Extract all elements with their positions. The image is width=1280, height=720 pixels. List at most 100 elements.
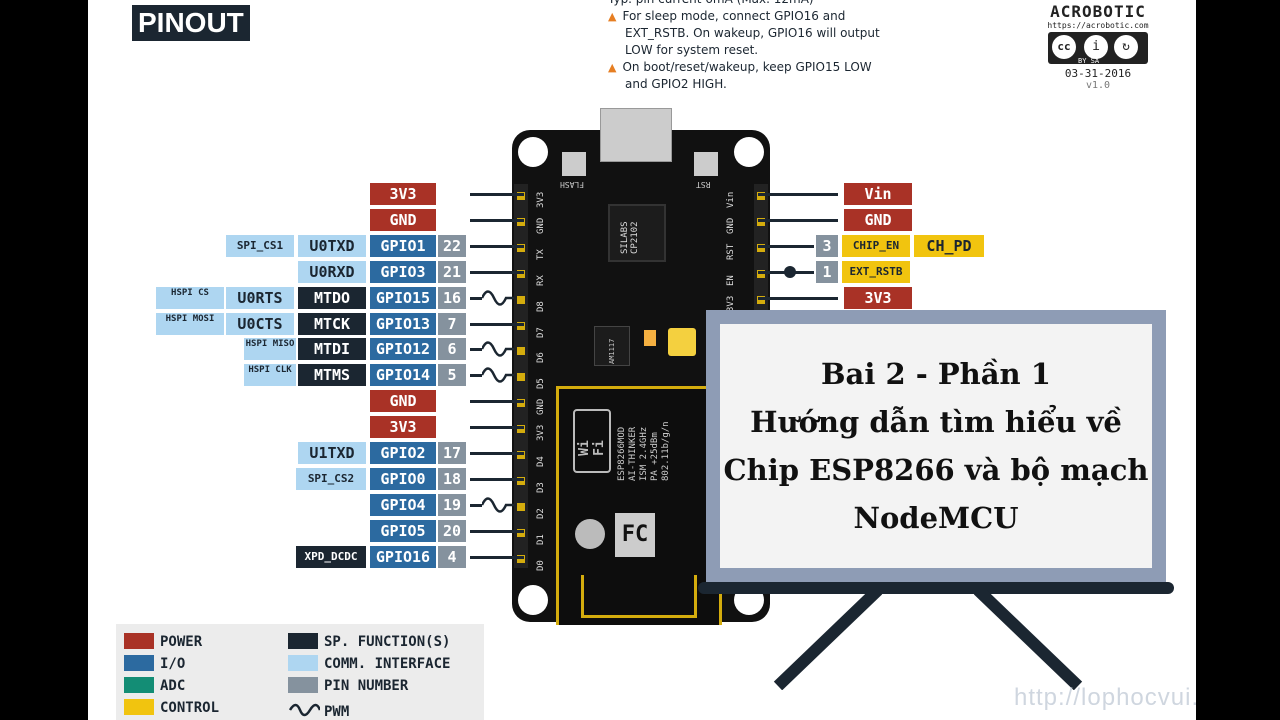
- pin-connector-line: [758, 296, 838, 300]
- easel-legs: [773, 590, 1083, 690]
- header-pin: [517, 192, 525, 200]
- pwm-icon: [482, 341, 514, 358]
- pwm-icon: [482, 367, 514, 384]
- pin-number: 5: [438, 364, 466, 387]
- acrobotic-logo: ACROBOTIC https://acrobotic.com cc i ↻ B…: [1047, 2, 1149, 91]
- board-pin-label: D0: [536, 559, 546, 571]
- capacitor: [644, 330, 656, 346]
- board-pin-label: TX: [536, 248, 546, 260]
- special-function: MTDO: [298, 286, 366, 309]
- board-pin-label: Vin: [726, 191, 736, 208]
- slide-text: Bai 2 - Phần 1 Hướng dẫn tìm hiểu về Chi…: [720, 324, 1152, 568]
- pin-connector-line: [470, 477, 524, 481]
- legend-control: CONTROL: [160, 700, 220, 716]
- board-pin-label: D8: [536, 300, 546, 312]
- legend-adc: ADC: [160, 678, 186, 694]
- pin-number: 22: [438, 234, 466, 257]
- comm-interface: HSPI MISO: [244, 338, 296, 361]
- gpio-label: GPIO0: [370, 467, 436, 490]
- gpio-label: GPIO15: [370, 286, 436, 309]
- pin-connector-line: [470, 322, 524, 326]
- power-pin-label: GND: [370, 208, 436, 231]
- legend-swatch-comm: [288, 655, 318, 671]
- header-pin: [517, 295, 525, 304]
- usb-serial-chip: SILABS CP2102: [608, 204, 666, 262]
- slide-line-4: NodeMCU: [853, 501, 1019, 535]
- special-function: MTMS: [298, 364, 366, 387]
- gpio-label: GPIO5: [370, 519, 436, 542]
- pin-connector-line: [470, 555, 524, 559]
- fcc-logo: FC: [615, 513, 655, 557]
- header-pin: [517, 502, 525, 511]
- legend-pinnum: PIN NUMBER: [324, 678, 409, 694]
- comm-interface: HSPI CLK: [244, 364, 296, 387]
- easel-bar: [698, 582, 1174, 594]
- header-pin: [757, 269, 765, 278]
- pin-number: 21: [438, 260, 466, 283]
- mount-hole: [734, 137, 764, 167]
- board-pin-label: GND: [536, 398, 546, 416]
- antenna-trace: [581, 575, 697, 618]
- board-pin-label: D7: [536, 326, 546, 338]
- special-function: XPD_DCDC: [296, 545, 366, 568]
- header-pin: [517, 451, 525, 459]
- special-function: MTDI: [298, 338, 366, 361]
- board-pin-label: D2: [536, 507, 546, 519]
- pin-connector-line: [470, 452, 524, 455]
- module-text: ESP8266MOD AI-THINKER ISM 2.4GHz PA +25d…: [617, 421, 671, 481]
- pin-number: 4: [438, 545, 466, 568]
- pin-number: 20: [438, 519, 466, 542]
- board-pin-label: 3V3: [536, 191, 546, 208]
- connection-dot: [784, 265, 796, 278]
- pin-connector-line: [470, 244, 524, 248]
- mount-hole: [518, 585, 548, 615]
- header-pin: [517, 321, 525, 330]
- slide-line-2: Hướng dẫn tìm hiểu về: [750, 405, 1122, 439]
- power-pin-label: Vin: [844, 183, 912, 205]
- uart-function: U0CTS: [226, 312, 294, 335]
- pin-number: 18: [438, 467, 466, 490]
- usb-connector: [600, 108, 672, 162]
- mount-hole: [518, 137, 548, 167]
- pwm-icon: [482, 289, 514, 306]
- board-pin-label: D3: [536, 482, 546, 493]
- notes-block: Typ. pin current 6mA (Max. 12mA) ▲For sl…: [608, 0, 880, 93]
- header-pin: [517, 554, 525, 563]
- slide-line-3: Chip ESP8266 và bộ mạch: [723, 453, 1149, 487]
- pin-connector-line: [470, 270, 524, 274]
- header-pin: [757, 217, 765, 226]
- pin-number: 16: [438, 286, 466, 309]
- pin-number: 6: [438, 338, 466, 361]
- header-pin: [757, 192, 765, 200]
- header-pin: [517, 399, 525, 408]
- note-0: Typ. pin current 6mA (Max. 12mA): [608, 0, 880, 8]
- header-pin: [517, 373, 525, 382]
- header-pin: [757, 243, 765, 252]
- pin-connector-line: [470, 296, 482, 300]
- power-pin-label: GND: [370, 390, 436, 413]
- gpio-label: GPIO2: [370, 442, 436, 464]
- board-pin-label: GND: [726, 217, 736, 234]
- power-pin-label: GND: [844, 208, 912, 231]
- pin-number: 17: [438, 442, 466, 464]
- pin-connector-line: [758, 193, 838, 196]
- header-pin: [517, 347, 525, 356]
- board-pin-label: RX: [536, 274, 546, 286]
- special-function: MTCK: [298, 312, 366, 335]
- gpio-label: GPIO16: [370, 545, 436, 568]
- board-pin-label: EN: [726, 274, 736, 286]
- capacitor: [668, 328, 696, 356]
- pin-connector-line: [470, 529, 524, 533]
- pin-number: 3: [816, 234, 838, 257]
- pin-connector-line: [758, 244, 814, 248]
- regulator-chip: AM1117: [594, 326, 630, 366]
- espressif-logo-icon: [575, 519, 605, 549]
- pinout-title: PINOUT: [132, 5, 250, 41]
- control-label: CHIP_EN: [842, 234, 910, 257]
- pin-connector-line: [470, 374, 482, 378]
- header-pin: [517, 243, 525, 252]
- pin-connector-line: [758, 218, 838, 222]
- gpio-label: GPIO13: [370, 312, 436, 335]
- pwm-icon: [482, 497, 514, 513]
- gpio-label: GPIO14: [370, 364, 436, 387]
